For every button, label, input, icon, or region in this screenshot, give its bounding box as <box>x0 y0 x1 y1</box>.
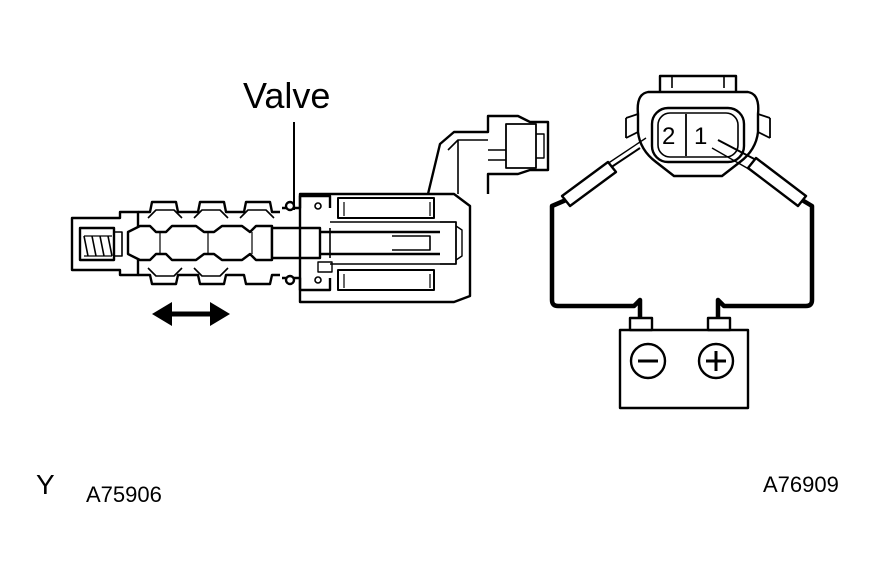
battery <box>618 316 750 410</box>
test-probe-right <box>711 139 815 318</box>
valve-sleeve <box>138 200 280 286</box>
figure-code-right: A76909 <box>763 472 839 497</box>
figure-code-left: A75906 <box>86 482 162 507</box>
valve-connector-shell <box>625 74 771 178</box>
double-arrow-icon <box>152 302 230 326</box>
valve-spool <box>126 224 274 262</box>
plunger-rod <box>270 226 440 260</box>
minus-terminal-icon <box>629 342 667 380</box>
solenoid-connector <box>426 114 550 195</box>
plus-terminal-icon <box>697 342 735 380</box>
solenoid-housing <box>298 192 472 304</box>
connector-pin-2-label: 2 <box>662 123 675 150</box>
corner-letter: Y <box>36 469 55 500</box>
test-probe-left <box>549 137 647 318</box>
valve-label: Valve <box>243 75 330 116</box>
solenoid-valve-drawing <box>70 114 550 304</box>
connector-pin-1-label: 1 <box>694 123 707 150</box>
connector-test-drawing <box>549 74 815 410</box>
